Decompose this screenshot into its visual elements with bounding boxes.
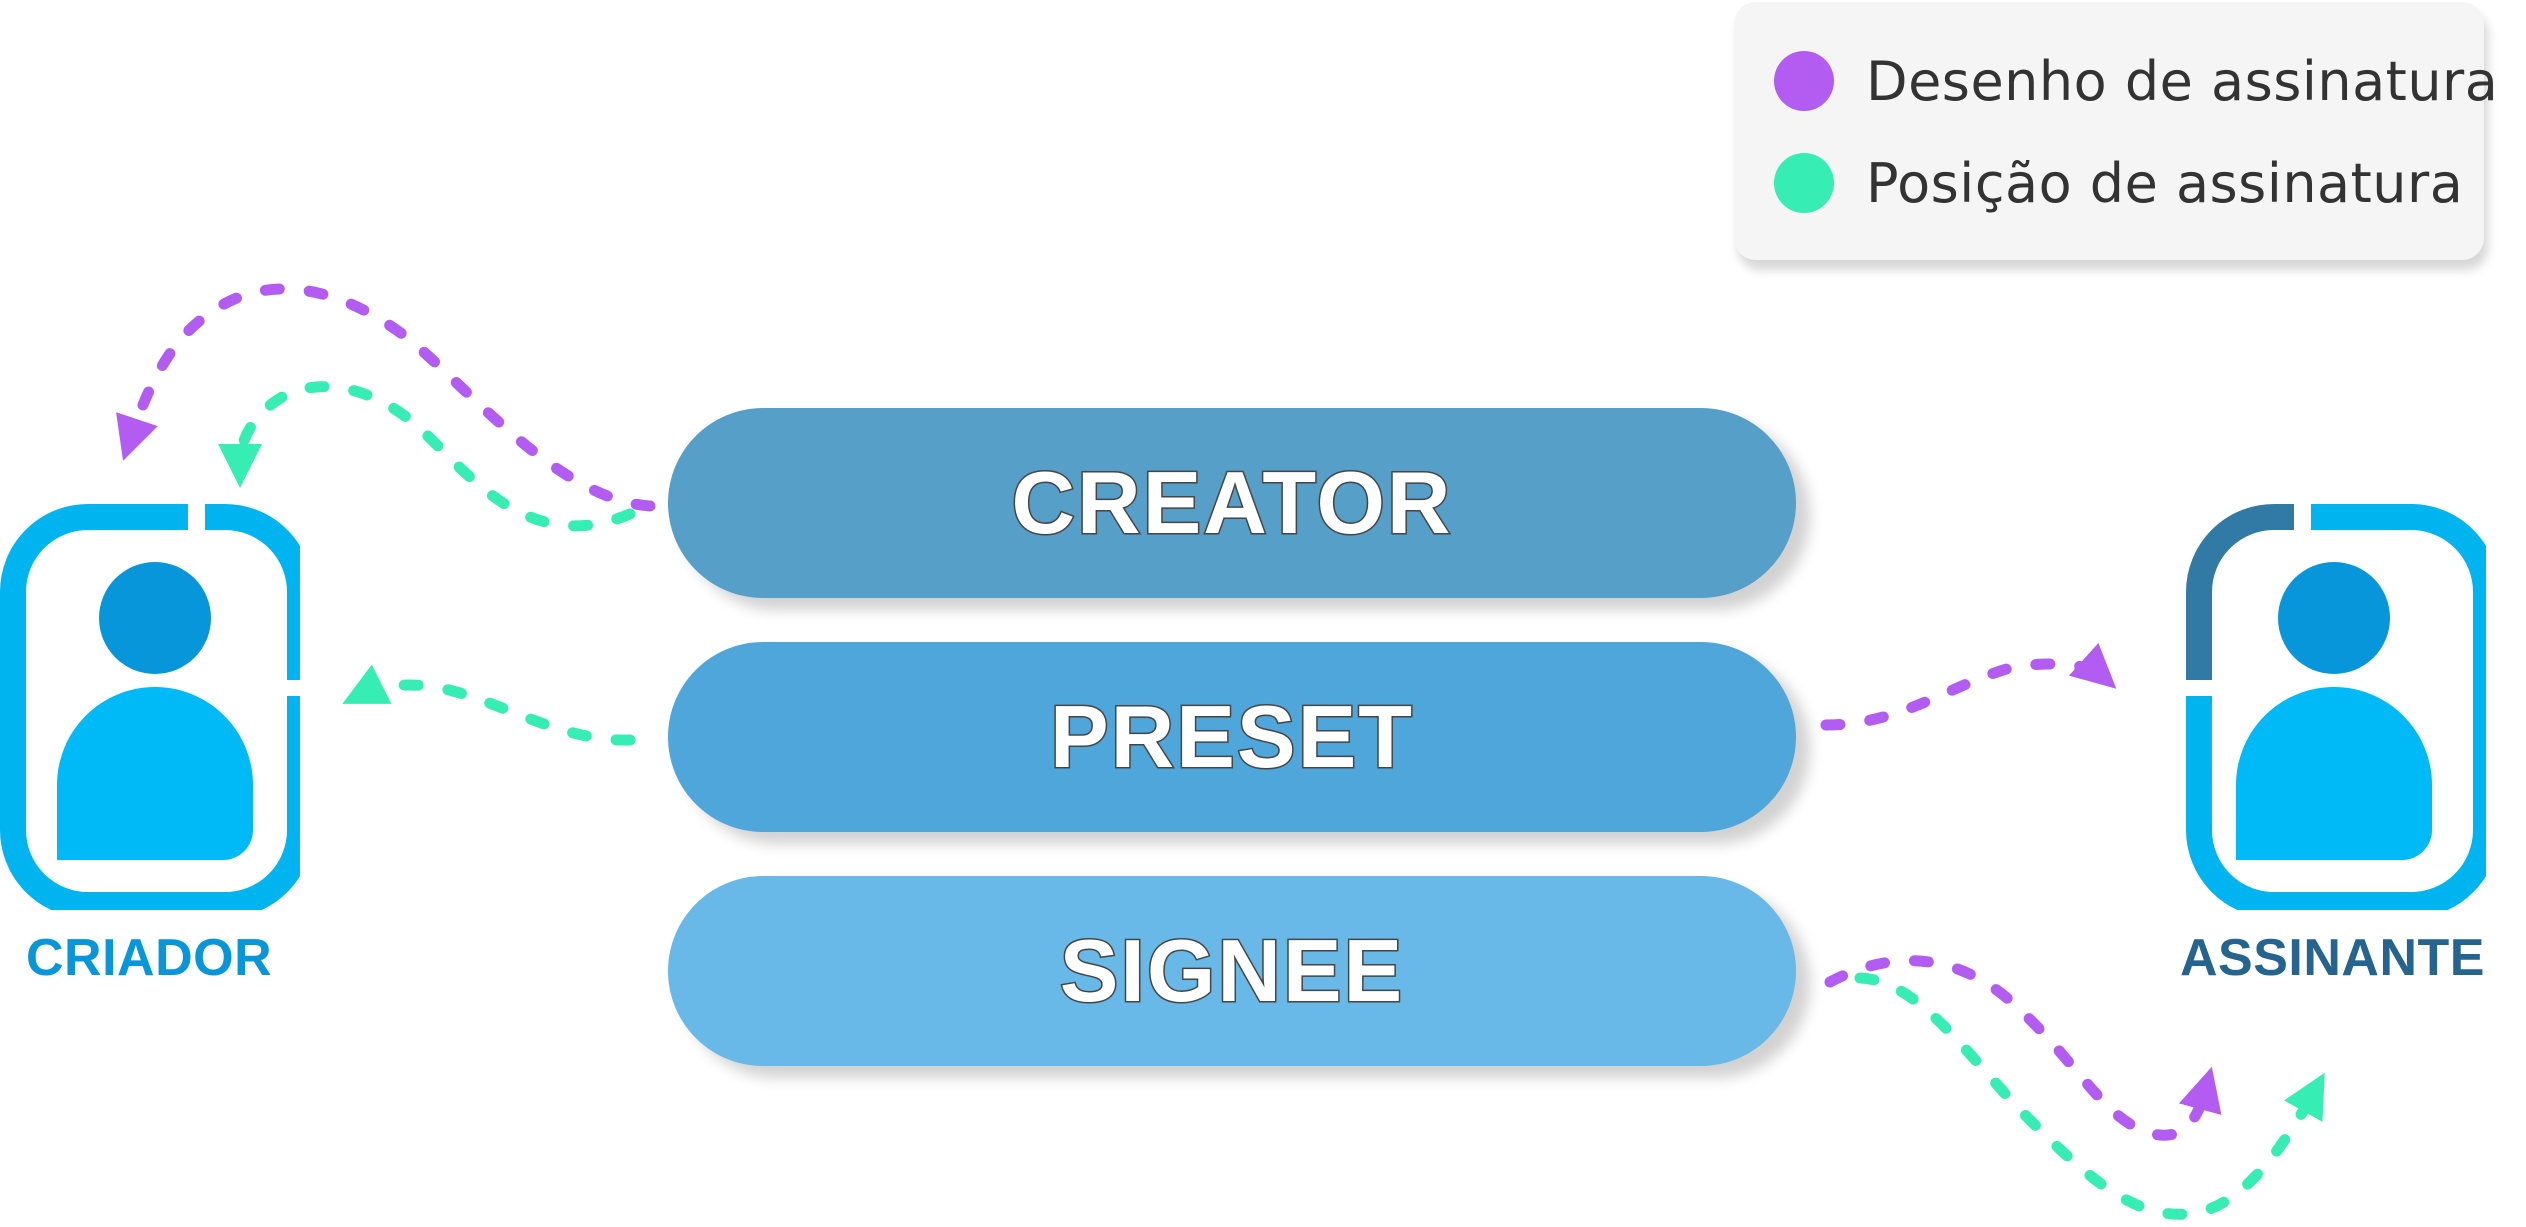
creator-role-pill: CREATOR xyxy=(668,408,1796,598)
preset-position-flow xyxy=(342,664,636,746)
signee-actor-label: ASSINANTE xyxy=(2180,929,2485,987)
legend: Desenho de assinatura Posição de assinat… xyxy=(1734,2,2498,260)
preset-role-label: PRESET xyxy=(1048,686,1415,788)
preset-design-flow xyxy=(1820,642,2117,731)
signee-role-label: SIGNEE xyxy=(1058,920,1405,1022)
signee-role-pill: SIGNEE xyxy=(668,876,1796,1066)
preset-role-pill: PRESET xyxy=(668,642,1796,832)
legend-swatch-position xyxy=(1774,153,1834,213)
signee-user-icon xyxy=(2186,504,2486,910)
legend-swatch-design xyxy=(1774,51,1834,111)
creator-user-icon xyxy=(0,504,300,910)
creator-actor-label: CRIADOR xyxy=(26,929,273,987)
signee-design-flow xyxy=(1824,955,2222,1141)
signee-position-flow xyxy=(1854,972,2325,1220)
legend-label-position: Posição de assinatura xyxy=(1866,151,2464,215)
creator-role-label: CREATOR xyxy=(1010,452,1453,554)
legend-label-design: Desenho de assinatura xyxy=(1866,49,2499,113)
legend-item-design: Desenho de assinatura xyxy=(1774,46,2498,116)
legend-item-position: Posição de assinatura xyxy=(1774,148,2463,218)
creator-design-flow xyxy=(116,283,656,512)
